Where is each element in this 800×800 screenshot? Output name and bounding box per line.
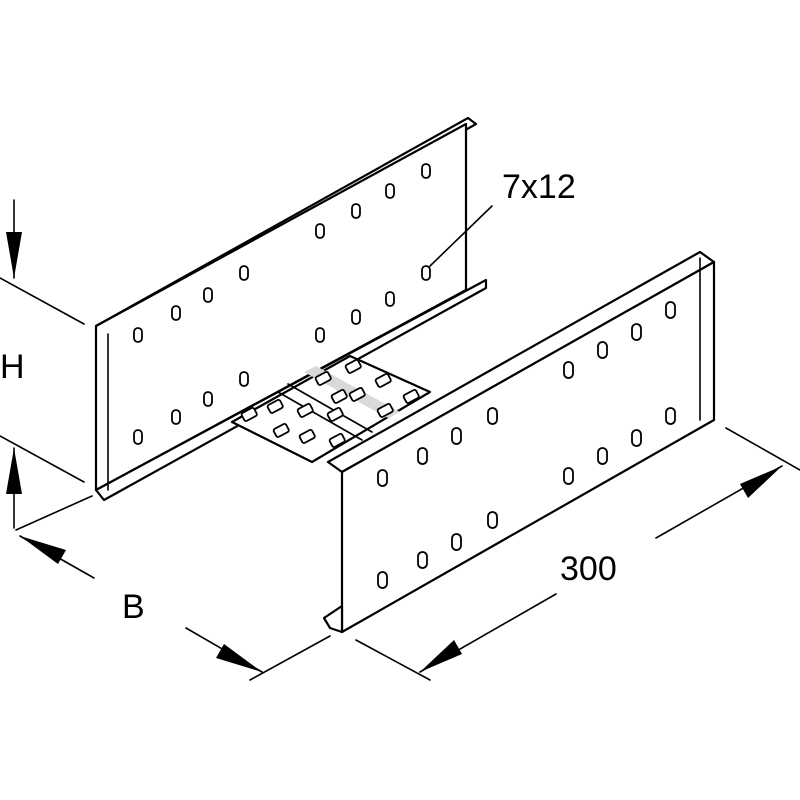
slot-hole [239, 371, 249, 387]
width-dimension [15, 495, 331, 681]
plate-hole [326, 406, 344, 422]
plate-hole [272, 422, 290, 438]
slot-hole [631, 323, 642, 341]
front-wall-slots [377, 301, 676, 589]
plate-hole [266, 398, 284, 414]
plate-hole [240, 406, 258, 422]
slot-hole [563, 467, 574, 485]
slot-hole [451, 427, 462, 445]
hole-size-leader [429, 205, 493, 267]
length-label: 300 [560, 550, 617, 588]
slot-hole [597, 447, 608, 465]
slot-hole [377, 571, 388, 589]
length-arrow-right [740, 466, 782, 498]
plate-hole [348, 386, 366, 402]
plate-hole [314, 370, 332, 386]
slot-hole [451, 533, 462, 551]
width-arrow-left [20, 536, 66, 564]
height-arrow-top [6, 232, 22, 278]
width-label: B [122, 588, 145, 626]
slot-hole [171, 409, 181, 425]
slot-hole [351, 309, 361, 325]
slot-hole [417, 551, 428, 569]
slot-hole [421, 163, 431, 179]
slot-hole [315, 327, 325, 343]
plate-hole [298, 428, 316, 444]
plate-hole [330, 388, 348, 404]
length-dimension [355, 427, 800, 681]
slot-hole [351, 203, 361, 219]
back-wall-slots [133, 163, 431, 445]
slot-hole [239, 265, 249, 281]
slot-hole [315, 223, 325, 239]
height-arrow-bottom [6, 448, 22, 494]
slot-hole [487, 511, 498, 529]
plate-hole [374, 372, 392, 388]
slot-hole [133, 327, 143, 343]
slot-hole [631, 429, 642, 447]
height-label: H [0, 348, 25, 386]
length-arrow-left [420, 640, 462, 672]
slot-hole [487, 407, 498, 425]
slot-hole [385, 291, 395, 307]
plate-hole [328, 432, 346, 448]
slot-hole [417, 447, 428, 465]
hole-size-label: 7x12 [502, 168, 576, 206]
plate-hole [344, 358, 362, 374]
width-arrow-right [216, 644, 262, 672]
slot-hole [665, 407, 676, 425]
slot-hole [421, 265, 431, 281]
slot-hole [203, 287, 213, 303]
height-dimension [0, 199, 85, 529]
slot-hole [133, 429, 143, 445]
slot-hole [377, 469, 388, 487]
front-side-wall [322, 250, 716, 634]
slot-hole [563, 361, 574, 379]
slot-hole [203, 391, 213, 407]
slot-hole [665, 301, 676, 319]
slot-hole [385, 183, 395, 199]
slot-hole [597, 341, 608, 359]
plate-hole [402, 388, 420, 404]
plate-hole [376, 402, 394, 418]
slot-hole [171, 305, 181, 321]
plate-holes [240, 358, 420, 448]
plate-hole [296, 402, 314, 418]
